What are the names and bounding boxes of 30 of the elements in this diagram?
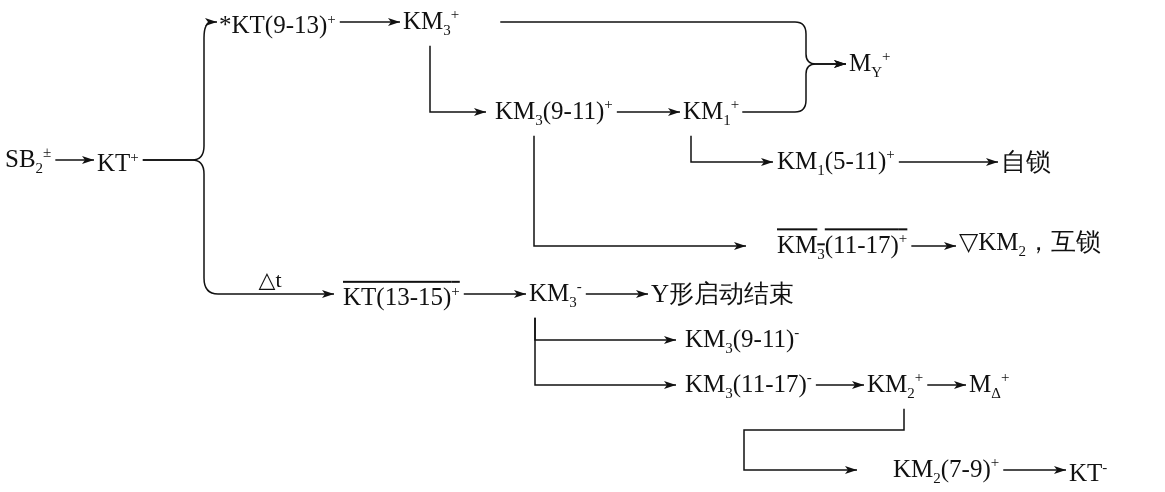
arrow	[926, 381, 967, 389]
signal-text: KM$_{3}$(11-17)$^{-}$	[684, 362, 813, 408]
arrow	[463, 290, 527, 298]
arrow	[534, 316, 677, 389]
arrow	[616, 108, 681, 116]
signal-text: *KT(9-13)$^{+}$	[218, 3, 337, 41]
arrow	[898, 158, 999, 166]
arrow	[815, 381, 865, 389]
arrow	[585, 290, 649, 298]
arrow	[533, 134, 747, 250]
arrow	[690, 134, 774, 166]
arrow	[1002, 466, 1067, 474]
arrow	[429, 44, 487, 116]
arrow	[142, 159, 335, 298]
note-text: ▽KM$_{2}$，互锁	[958, 226, 1102, 266]
arrow	[339, 18, 401, 26]
signal-text: KM$_{3}$(11-17)$^{+}$	[776, 223, 909, 269]
arrow	[54, 156, 95, 164]
signal-text: KT$^{-}$	[1068, 451, 1109, 489]
signal-text: KM$_{1}$(5-11)$^{+}$	[776, 139, 896, 185]
arrow	[910, 242, 957, 250]
signal-text: KM$_{2}$(7-9)$^{+}$	[892, 447, 1001, 492]
signal-text: KT(13-15)$^{+}$	[342, 275, 461, 313]
signal-text: KT$^{+}$	[96, 141, 140, 179]
arrow	[743, 407, 905, 474]
arrow	[741, 60, 847, 113]
note-text: Y形启动结束	[650, 279, 796, 309]
note-text: 自锁	[1000, 147, 1052, 177]
signal-text: KM$_{3}$(9-11)$^{+}$	[494, 89, 614, 135]
signal-text: KM$_{3}$(9-11)$^{-}$	[684, 317, 801, 363]
